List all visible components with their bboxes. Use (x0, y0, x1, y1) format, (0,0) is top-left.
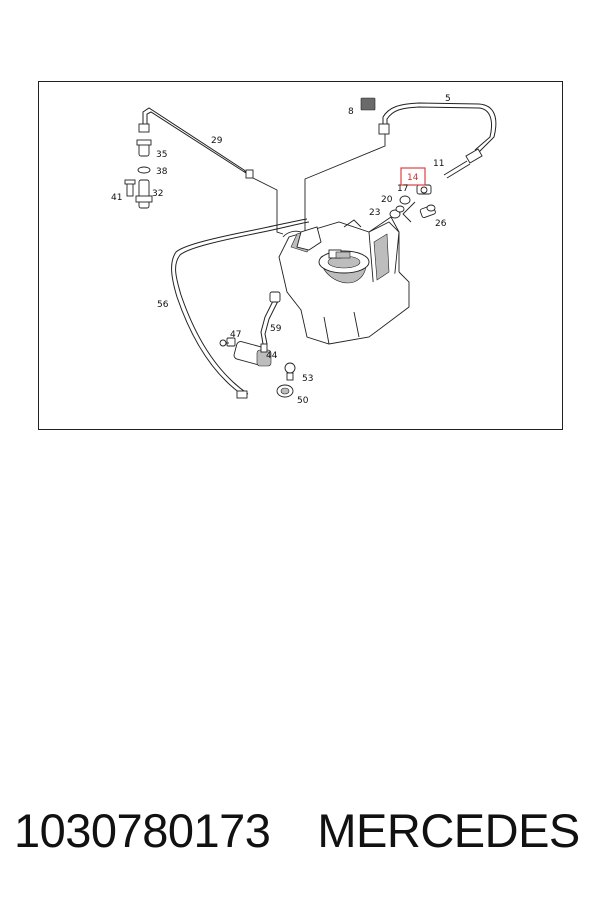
callout-23[interactable]: 23 (369, 208, 380, 218)
part-11 (443, 148, 483, 179)
callout-59[interactable]: 59 (270, 324, 282, 334)
callout-56[interactable]: 56 (157, 300, 169, 310)
brand-name: MERCEDES (317, 803, 580, 857)
parts-diagram: 5 8 11 14 17 20 23 26 29 32 35 38 41 44 … (38, 81, 563, 430)
callout-41[interactable]: 41 (111, 193, 122, 203)
part-50 (276, 384, 294, 398)
callout-32[interactable]: 32 (152, 189, 163, 199)
part-20 (399, 195, 411, 205)
callout-38[interactable]: 38 (156, 167, 168, 177)
fuel-line-56 (171, 218, 308, 397)
callout-8[interactable]: 8 (348, 107, 354, 117)
fitting-59 (269, 291, 281, 303)
part-info-footer: 1030780173 MERCEDES (14, 795, 589, 865)
part-35 (136, 139, 152, 157)
part-47 (219, 339, 229, 347)
part-32 (135, 179, 153, 209)
callout-17[interactable]: 17 (397, 184, 408, 194)
callout-14[interactable]: 14 (407, 173, 419, 183)
part-23 (389, 205, 405, 219)
fuel-line-5 (382, 102, 497, 153)
part-number: 1030780173 (14, 803, 271, 857)
part-53 (284, 362, 296, 381)
callout-5[interactable]: 5 (445, 94, 451, 104)
callout-20[interactable]: 20 (381, 195, 393, 205)
callout-53[interactable]: 53 (302, 374, 313, 384)
fuel-system-exploded-view: 5 8 11 14 17 20 23 26 29 32 35 38 41 44 … (111, 94, 497, 406)
fuel-line-59 (260, 296, 276, 345)
pressure-regulator (226, 337, 272, 367)
fitting-5 (378, 123, 390, 135)
callout-29[interactable]: 29 (211, 136, 223, 146)
callout-26[interactable]: 26 (435, 219, 447, 229)
part-41 (124, 179, 136, 197)
line-fitting-top (138, 123, 150, 133)
callout-44[interactable]: 44 (266, 351, 278, 361)
part-38 (137, 166, 151, 174)
fuel-distributor-housing (278, 216, 410, 345)
highlight-box-14 (400, 167, 426, 186)
callout-50[interactable]: 50 (297, 396, 309, 406)
line-fitting-29 (245, 169, 254, 179)
callout-11[interactable]: 11 (433, 159, 444, 169)
callout-35[interactable]: 35 (156, 150, 167, 160)
line-fitting (236, 390, 248, 399)
callout-47[interactable]: 47 (230, 330, 241, 340)
fuel-line-29 (142, 107, 250, 177)
part-26 (419, 204, 436, 219)
part-17 (416, 184, 432, 195)
part-8 (360, 97, 376, 111)
